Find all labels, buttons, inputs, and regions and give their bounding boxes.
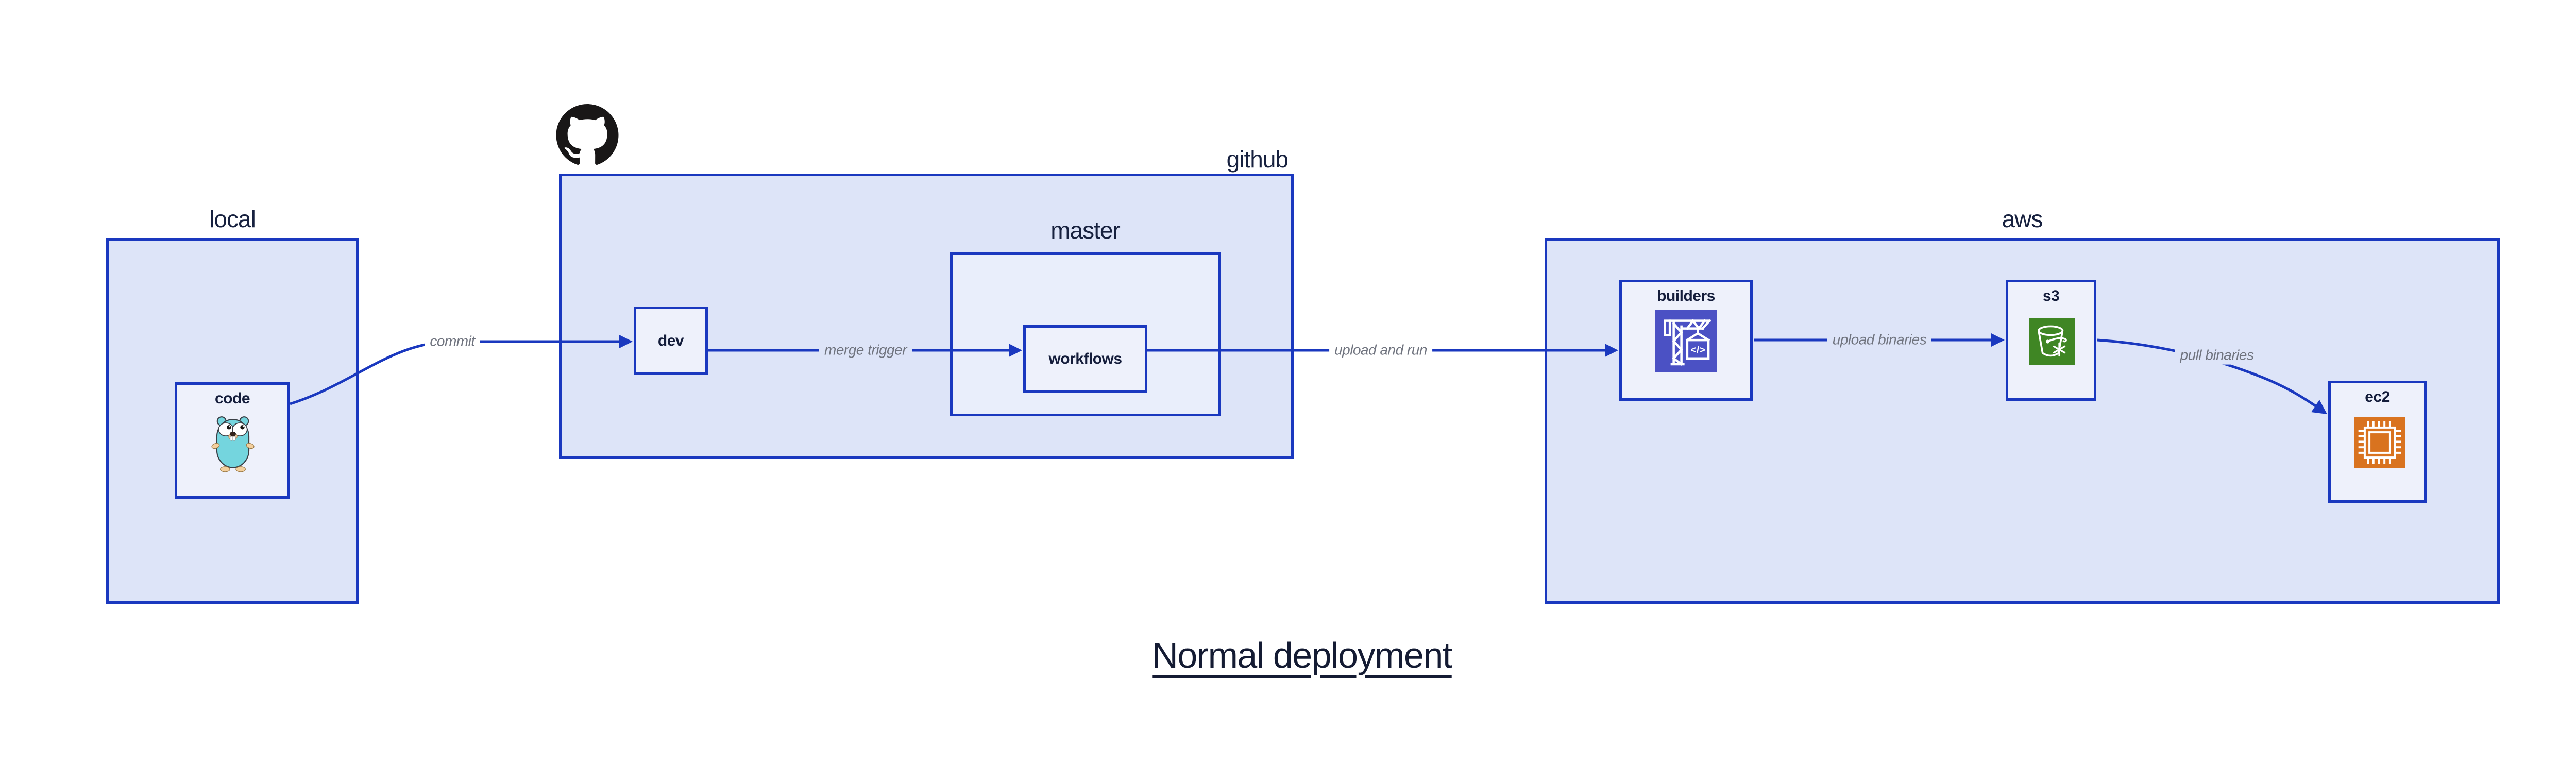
edge-label-upload-and-run: upload and run <box>1329 341 1432 360</box>
edge-label-pull-binaries: pull binaries <box>2175 346 2259 365</box>
s3-node-label: s3 <box>2042 287 2060 304</box>
aws-container-label: aws <box>2002 206 2043 232</box>
github-octocat-icon <box>556 104 619 165</box>
s3-node: s3 <box>2006 280 2096 401</box>
builders-node-label: builders <box>1657 287 1715 304</box>
edge-label-commit: commit <box>425 332 480 351</box>
edge-label-upload-binaries: upload binaries <box>1827 331 1932 349</box>
builders-node: builders </> <box>1619 280 1753 401</box>
builders-icon-code-glyph: </> <box>1690 344 1705 355</box>
diagram-title: Normal deployment <box>1152 635 1452 675</box>
code-node: code <box>175 382 290 499</box>
dev-node-label: dev <box>657 332 684 349</box>
aws-ec2-chip-icon <box>2354 417 2405 468</box>
go-gopher-icon <box>211 416 255 472</box>
ec2-node: ec2 <box>2328 381 2427 503</box>
edge-label-merge-trigger: merge trigger <box>819 341 912 360</box>
aws-codebuild-crane-icon: </> <box>1655 310 1717 372</box>
github-container-label: github <box>1226 146 1289 173</box>
code-node-label: code <box>214 390 250 407</box>
master-container-label: master <box>1050 217 1121 244</box>
workflows-node-label: workflows <box>1048 350 1122 367</box>
aws-s3-glacier-bucket-icon <box>2029 318 2075 365</box>
workflows-node: workflows <box>1023 325 1147 393</box>
dev-node: dev <box>634 307 708 375</box>
local-container-label: local <box>209 206 256 232</box>
ec2-node-label: ec2 <box>2365 388 2390 405</box>
